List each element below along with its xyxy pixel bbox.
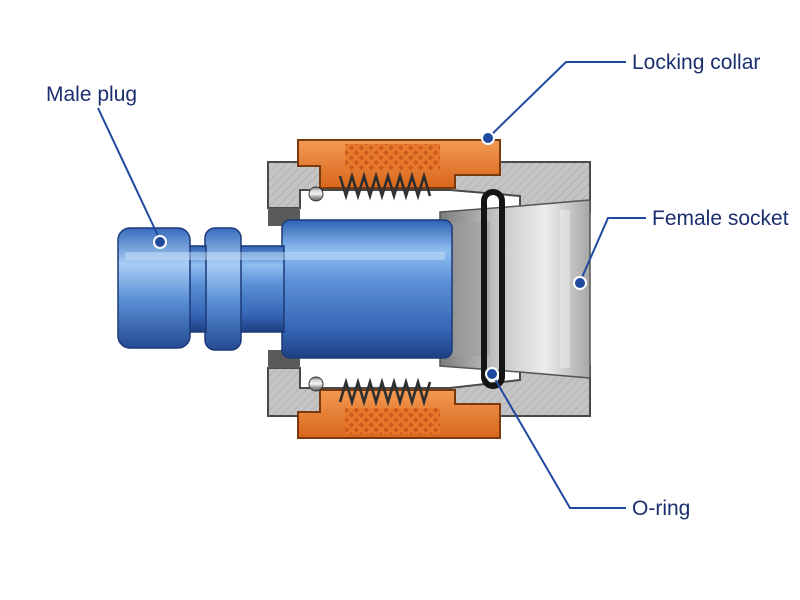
leader-lines [97, 61, 646, 509]
female-socket-leader [579, 217, 646, 283]
o-ring-label: O-ring [632, 497, 691, 520]
male-plug-leader [97, 107, 161, 241]
locking-collar-leader [487, 61, 626, 139]
upper-locking-ball [308, 186, 324, 202]
lower-locking-ball [308, 376, 324, 392]
locking-collar [297, 139, 501, 439]
o-ring [481, 189, 505, 389]
locking-collar-dot [481, 131, 495, 145]
leader-dots [153, 131, 587, 381]
lower-spring [338, 377, 432, 407]
o-ring-leader [491, 373, 626, 509]
locking-collar-label: Locking collar [632, 51, 761, 74]
male-plug [117, 219, 453, 359]
female-socket-dot [573, 276, 587, 290]
female-socket [439, 199, 591, 379]
female-socket-label: Female socket [652, 207, 789, 230]
o-ring-dot [485, 367, 499, 381]
male-plug-dot [153, 235, 167, 249]
upper-spring [338, 171, 432, 201]
male-plug-label: Male plug [46, 83, 138, 106]
